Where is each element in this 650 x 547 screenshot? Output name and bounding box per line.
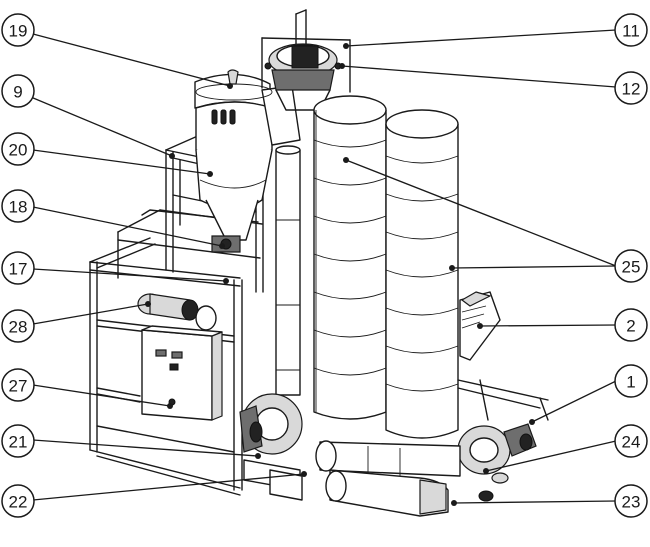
top-sifter [261,9,351,111]
callout-19-label: 19 [9,22,28,41]
callout-19: 19 [1,13,35,47]
callout-25-label: 25 [622,258,641,277]
callout-25: 25 [614,249,648,283]
callout-11-label: 11 [622,22,640,41]
callout-11: 11 [614,13,648,47]
callout-23-label: 23 [622,493,641,512]
callout-22-label: 22 [9,493,28,512]
callout-22: 22 [1,484,35,518]
blower-left [239,393,303,501]
control-box [141,325,223,421]
callout-9-label: 9 [13,83,22,102]
callout-17: 17 [1,251,35,285]
silo-left [313,95,387,420]
callout-2: 2 [614,308,648,342]
callout-12: 12 [614,71,648,105]
callout-2-label: 2 [626,317,635,336]
callout-1-label: 1 [626,373,635,392]
conveyor-unit [457,291,549,421]
callout-12-label: 12 [622,80,641,99]
callout-21-label: 21 [9,433,28,452]
callout-24: 24 [614,424,648,458]
callout-23: 23 [614,484,648,518]
blower-right [457,423,537,502]
callout-9: 9 [1,74,35,108]
callout-20-label: 20 [9,141,28,160]
callout-18-label: 18 [9,198,28,217]
callout-17-label: 17 [9,260,28,279]
leader-lines [25,29,617,506]
silo-right [385,109,459,439]
callout-27: 27 [1,368,35,402]
bottom-ducts [315,440,461,517]
callout-21: 21 [1,424,35,458]
callout-24-label: 24 [622,433,641,452]
callout-1: 1 [614,364,648,398]
motor [137,293,217,331]
callout-28-label: 28 [9,318,28,337]
vertical-duct [275,145,301,396]
callout-28: 28 [1,309,35,343]
callout-20: 20 [1,132,35,166]
callout-27-label: 27 [9,377,28,396]
callout-18: 18 [1,189,35,223]
